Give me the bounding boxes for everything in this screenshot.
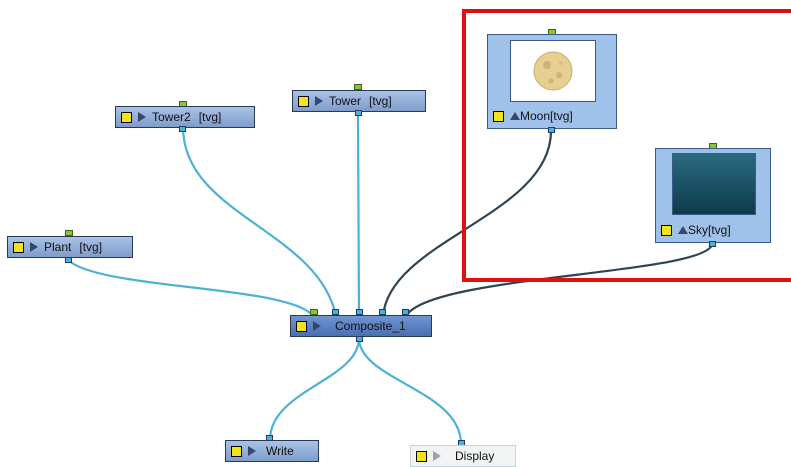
node-label: Display: [455, 449, 495, 463]
output-port[interactable]: [179, 126, 186, 132]
tower2-node[interactable]: Tower2 [tvg]: [115, 101, 255, 132]
node-type: [tvg]: [79, 240, 103, 254]
expand-arrow-icon[interactable]: [433, 451, 441, 461]
input-port[interactable]: [332, 309, 339, 315]
display-node[interactable]: Display: [410, 440, 516, 467]
node-label: Tower: [329, 94, 362, 108]
moon-thumbnail: [510, 40, 596, 102]
enable-toggle-icon[interactable]: [298, 95, 309, 107]
output-port[interactable]: [355, 110, 362, 116]
sky-thumbnail: [672, 153, 756, 215]
node-type: [tvg]: [198, 110, 222, 124]
output-port[interactable]: [356, 336, 363, 342]
cable-plant-composite: [67, 259, 314, 317]
sky-node[interactable]: Sky [tvg]: [655, 143, 771, 248]
selection-highlight-box: [462, 9, 791, 282]
expand-arrow-icon[interactable]: [30, 242, 38, 252]
input-port[interactable]: [379, 309, 386, 315]
enable-toggle-icon[interactable]: [13, 241, 24, 253]
output-port[interactable]: [709, 241, 716, 247]
expand-arrow-icon[interactable]: [138, 112, 146, 122]
enable-toggle-icon[interactable]: [296, 320, 307, 332]
node-type: [tvg]: [369, 94, 392, 108]
output-port[interactable]: [548, 127, 555, 133]
cable-sky-composite: [405, 244, 714, 317]
expand-arrow-icon[interactable]: [313, 321, 321, 331]
input-port[interactable]: [356, 309, 363, 315]
node-type: [tvg]: [708, 223, 731, 237]
cable-tower2-composite: [181, 126, 338, 317]
cable-moon-composite: [381, 130, 553, 317]
input-port[interactable]: [310, 309, 318, 315]
output-port[interactable]: [65, 257, 72, 263]
plant-node[interactable]: Plant [tvg]: [7, 230, 133, 264]
enable-toggle-icon[interactable]: [416, 450, 427, 462]
cable-composite-write: [268, 337, 361, 441]
input-port[interactable]: [402, 309, 409, 315]
node-label: Tower2: [152, 110, 191, 124]
collapse-arrow-icon[interactable]: [678, 226, 688, 234]
node-label: Write: [266, 444, 294, 458]
node-label: Composite_1: [335, 319, 406, 333]
input-port[interactable]: [65, 230, 73, 236]
composite-node[interactable]: Composite_1: [290, 309, 432, 343]
write-node[interactable]: Write: [225, 435, 319, 465]
enable-toggle-icon[interactable]: [121, 111, 132, 123]
node-label: Plant: [44, 240, 72, 254]
expand-arrow-icon[interactable]: [248, 446, 256, 456]
cable-composite-display: [357, 337, 463, 445]
moon-node[interactable]: Moon [tvg]: [487, 29, 617, 134]
tower-node[interactable]: Tower [tvg]: [292, 84, 426, 116]
enable-toggle-icon[interactable]: [493, 110, 504, 122]
node-type: [tvg]: [550, 109, 573, 123]
node-label: Moon: [520, 109, 551, 123]
cable-tower-composite: [356, 113, 361, 317]
collapse-arrow-icon[interactable]: [510, 112, 520, 120]
expand-arrow-icon[interactable]: [315, 96, 323, 106]
enable-toggle-icon[interactable]: [231, 445, 242, 457]
input-port[interactable]: [354, 84, 362, 90]
moon-icon: [533, 51, 573, 91]
enable-toggle-icon[interactable]: [661, 224, 672, 236]
node-label: Sky: [688, 223, 709, 237]
